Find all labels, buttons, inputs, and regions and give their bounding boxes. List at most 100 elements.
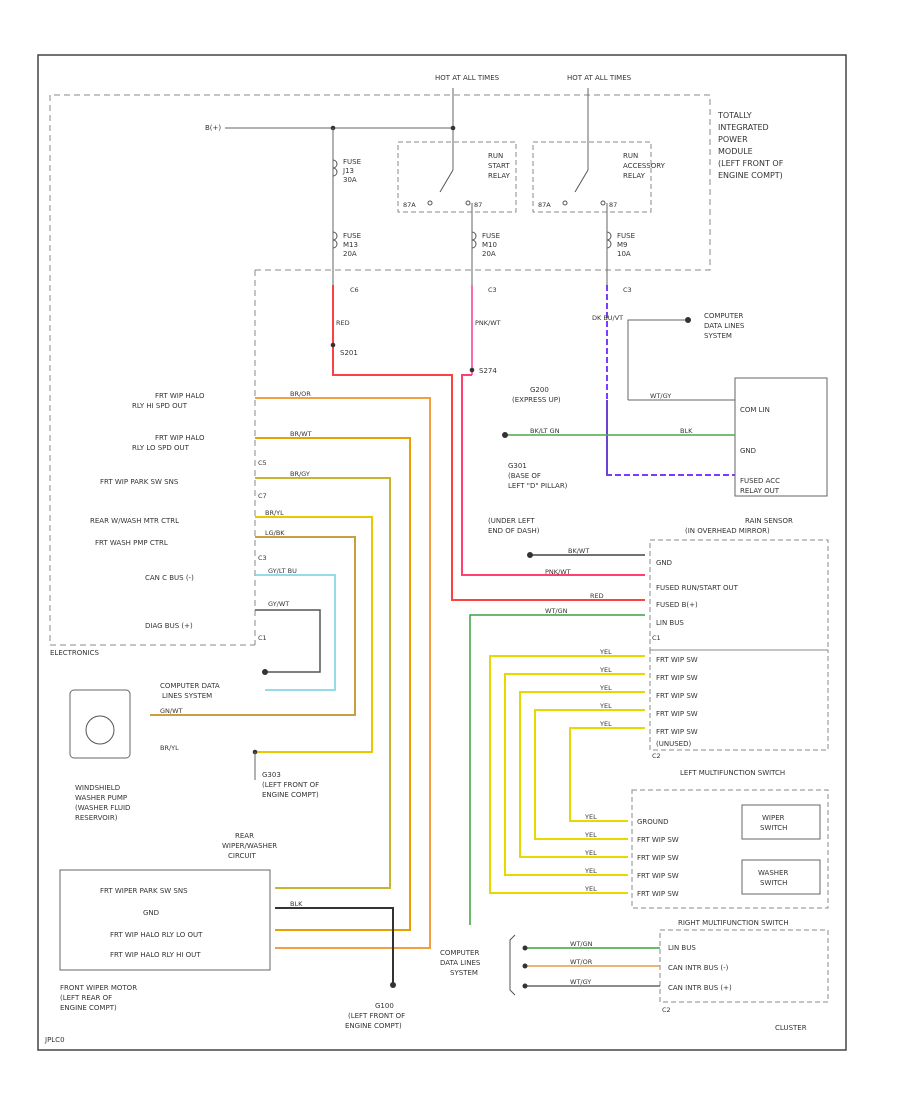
tipm-label-5: (LEFT FRONT OF: [718, 159, 784, 168]
wire-pnk-wt: PNK/WT S274: [461, 285, 645, 576]
svg-text:LEFT MULTIFUNCTION SWITCH: LEFT MULTIFUNCTION SWITCH: [680, 769, 785, 777]
wire-red: RED S201: [330, 285, 645, 601]
diagram-frame: [37, 54, 847, 1051]
svg-text:YEL: YEL: [599, 684, 612, 692]
wire-br-yl-rear: BR/YL: [255, 509, 373, 753]
svg-text:BR/OR: BR/OR: [290, 390, 311, 398]
svg-text:CAN C BUS (-): CAN C BUS (-): [145, 574, 194, 582]
svg-text:WT/GY: WT/GY: [570, 978, 591, 986]
svg-text:87: 87: [609, 201, 617, 209]
svg-text:DIAG BUS (+): DIAG BUS (+): [145, 622, 193, 630]
conn-c3-b: C3: [623, 286, 632, 294]
svg-text:RIGHT MULTIFUNCTION SWITCH: RIGHT MULTIFUNCTION SWITCH: [678, 919, 789, 927]
svg-text:DK BU/VT: DK BU/VT: [592, 314, 623, 322]
svg-text:LG/BK: LG/BK: [265, 529, 285, 537]
svg-text:C2: C2: [652, 752, 661, 760]
svg-text:BLK: BLK: [680, 427, 693, 435]
conn-c6: C6: [350, 286, 359, 294]
svg-text:YEL: YEL: [584, 813, 597, 821]
hot-label-1: HOT AT ALL TIMES: [435, 74, 500, 82]
wire-br-or-hi: BR/OR: [255, 390, 431, 949]
svg-text:RED: RED: [336, 319, 350, 327]
svg-text:87A: 87A: [403, 201, 416, 209]
svg-text:RAIN SENSOR(IN OVERHEAD MIRROR: RAIN SENSOR(IN OVERHEAD MIRROR): [685, 517, 793, 535]
svg-text:ELECTRONICS: ELECTRONICS: [50, 649, 99, 657]
svg-text:GY/LT BU: GY/LT BU: [268, 567, 297, 575]
svg-text:YEL: YEL: [584, 831, 597, 839]
svg-text:BK/WT: BK/WT: [568, 547, 589, 555]
svg-text:BR/YL: BR/YL: [265, 509, 284, 517]
svg-text:FRT WASH PMP CTRL: FRT WASH PMP CTRL: [95, 539, 168, 547]
wire-lg-bk-pump: LG/BK: [150, 529, 356, 716]
power-feeds: HOT AT ALL TIMES HOT AT ALL TIMES B(+): [205, 74, 632, 285]
conn-c3-a: C3: [488, 286, 497, 294]
svg-text:REAR W/WASH MTR CTRL: REAR W/WASH MTR CTRL: [90, 517, 179, 525]
svg-text:YEL: YEL: [584, 849, 597, 857]
ground-dash-1: (UNDER LEFT: [488, 517, 535, 525]
ground-g200: G200(EXPRESS UP) BK/LT GN BLK: [502, 386, 735, 438]
svg-text:87A: 87A: [538, 201, 551, 209]
svg-text:YEL: YEL: [584, 885, 597, 893]
svg-text:YEL: YEL: [599, 720, 612, 728]
b-plus-label: B(+): [205, 124, 221, 132]
wire-br-wt-lo: BR/WT: [255, 430, 411, 931]
svg-text:BR/WT: BR/WT: [290, 430, 312, 438]
splice-s201: S201: [340, 349, 358, 357]
svg-text:BLK: BLK: [290, 900, 303, 908]
svg-text:WT/OR: WT/OR: [570, 958, 593, 966]
svg-text:WT/GN: WT/GN: [570, 940, 593, 948]
svg-text:FRT WIP PARK SW SNS: FRT WIP PARK SW SNS: [100, 478, 179, 486]
tipm-label-2: INTEGRATED: [718, 123, 769, 132]
svg-text:C2: C2: [662, 1006, 671, 1014]
svg-text:C1: C1: [258, 634, 267, 642]
hot-label-2: HOT AT ALL TIMES: [567, 74, 632, 82]
svg-text:WT/GN: WT/GN: [545, 607, 568, 615]
footer-code: JPLC0: [44, 1036, 65, 1044]
svg-text:C1: C1: [652, 634, 661, 642]
yellow-wire-labels: YEL YEL YEL YEL YEL YEL YEL YEL YEL YEL: [584, 648, 612, 893]
svg-text:C7: C7: [258, 492, 267, 500]
svg-text:C3: C3: [258, 554, 267, 562]
tipm-label-6: ENGINE COMPT): [718, 171, 783, 180]
svg-text:BR/GY: BR/GY: [290, 470, 310, 478]
svg-text:YEL: YEL: [599, 666, 612, 674]
